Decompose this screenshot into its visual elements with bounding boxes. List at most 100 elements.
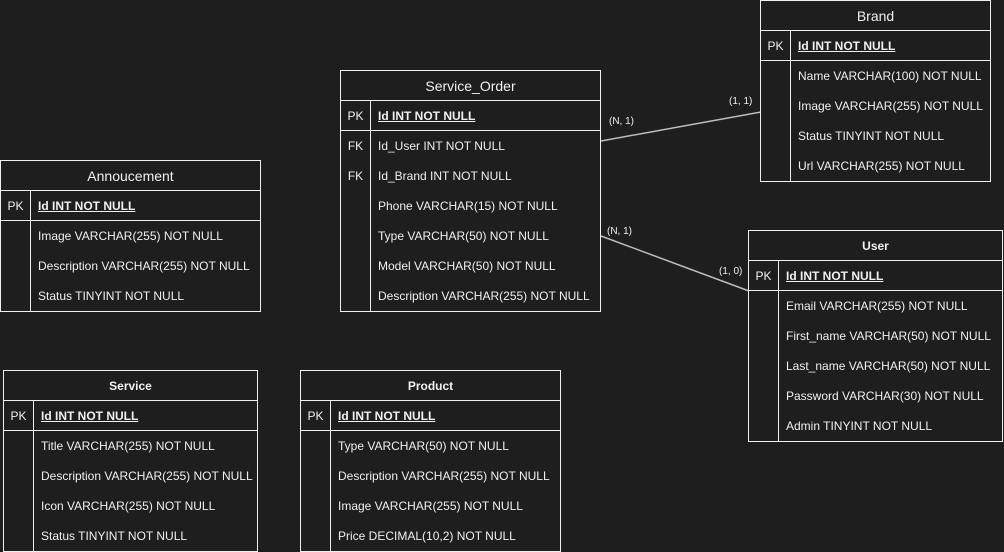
field-row[interactable]: Description VARCHAR(255) NOT NULL [1,251,260,281]
field-name: Email VARCHAR(255) NOT NULL [786,299,968,313]
key-label: FK [341,131,371,161]
pk-row[interactable]: PK Id INT NOT NULL [761,31,990,61]
field-row[interactable]: Description VARCHAR(255) NOT NULL [341,281,600,311]
field-name: Title VARCHAR(255) NOT NULL [41,439,215,453]
field-row[interactable]: Icon VARCHAR(255) NOT NULL [4,491,257,521]
field-row[interactable]: Status TINYINT NOT NULL [4,521,257,551]
field-name: Id INT NOT NULL [798,39,896,53]
key-label [749,411,779,441]
field-row[interactable]: Name VARCHAR(100) NOT NULL [761,61,990,91]
table-title: Annoucement [1,161,260,191]
key-label [4,461,34,491]
field-row[interactable]: Url VARCHAR(255) NOT NULL [761,151,990,181]
table-annoucement[interactable]: Annoucement PK Id INT NOT NULL Image VAR… [0,160,261,312]
key-label: PK [4,401,34,430]
table-title: Service [4,371,257,401]
field-row[interactable]: Description VARCHAR(255) NOT NULL [301,461,560,491]
field-name: Id INT NOT NULL [786,269,884,283]
field-name: Id_User INT NOT NULL [378,139,505,153]
field-name: Id INT NOT NULL [38,199,136,213]
key-label [341,251,371,281]
field-name: Icon VARCHAR(255) NOT NULL [41,499,216,513]
key-label: PK [761,31,791,60]
field-row[interactable]: Image VARCHAR(255) NOT NULL [1,221,260,251]
cardinality-order-user-from: (N, 1) [607,226,632,237]
field-name: Image VARCHAR(255) NOT NULL [798,99,983,113]
key-label [341,281,371,311]
field-row[interactable]: Image VARCHAR(255) NOT NULL [761,91,990,121]
field-name: Url VARCHAR(255) NOT NULL [798,159,965,173]
field-name: Description VARCHAR(255) NOT NULL [338,469,550,483]
cardinality-order-brand-from: (N, 1) [609,116,634,127]
field-name: Model VARCHAR(50) NOT NULL [378,259,556,273]
cardinality-order-user-to: (1, 0) [719,266,743,277]
table-service[interactable]: Service PK Id INT NOT NULL Title VARCHAR… [3,370,258,552]
field-name: Type VARCHAR(50) NOT NULL [338,439,509,453]
field-row[interactable]: Admin TINYINT NOT NULL [749,411,1002,441]
key-label [4,491,34,521]
table-title: User [749,231,1002,261]
field-row[interactable]: Password VARCHAR(30) NOT NULL [749,381,1002,411]
field-row[interactable]: Type VARCHAR(50) NOT NULL [341,221,600,251]
key-label [301,491,331,521]
field-row[interactable]: Type VARCHAR(50) NOT NULL [301,431,560,461]
field-name: Id_Brand INT NOT NULL [378,169,512,183]
key-label [1,221,31,251]
field-row[interactable]: FK Id_Brand INT NOT NULL [341,161,600,191]
pk-row[interactable]: PK Id INT NOT NULL [1,191,260,221]
key-label [749,291,779,321]
field-row[interactable]: Phone VARCHAR(15) NOT NULL [341,191,600,221]
table-user[interactable]: User PK Id INT NOT NULL Email VARCHAR(25… [748,230,1003,442]
field-name: First_name VARCHAR(50) NOT NULL [786,329,991,343]
key-label [749,321,779,351]
key-label [749,381,779,411]
field-name: Description VARCHAR(255) NOT NULL [378,289,590,303]
field-row[interactable]: Description VARCHAR(255) NOT NULL [4,461,257,491]
key-label: FK [341,161,371,191]
pk-row[interactable]: PK Id INT NOT NULL [341,101,600,131]
key-label [1,281,31,311]
field-row[interactable]: Model VARCHAR(50) NOT NULL [341,251,600,281]
field-row[interactable]: FK Id_User INT NOT NULL [341,131,600,161]
field-row[interactable]: Status TINYINT NOT NULL [1,281,260,311]
table-product[interactable]: Product PK Id INT NOT NULL Type VARCHAR(… [300,370,561,552]
field-name: Last_name VARCHAR(50) NOT NULL [786,359,991,373]
table-brand[interactable]: Brand PK Id INT NOT NULL Name VARCHAR(10… [760,0,991,182]
field-row[interactable]: Price DECIMAL(10,2) NOT NULL [301,521,560,551]
field-row[interactable]: Status TINYINT NOT NULL [761,121,990,151]
relation-order-user-line [600,235,750,292]
field-row[interactable]: Last_name VARCHAR(50) NOT NULL [749,351,1002,381]
table-title: Brand [761,1,990,31]
key-label [761,121,791,151]
field-row[interactable]: First_name VARCHAR(50) NOT NULL [749,321,1002,351]
field-name: Password VARCHAR(30) NOT NULL [786,389,984,403]
relation-order-brand-line [600,111,762,142]
key-label [301,461,331,491]
field-name: Admin TINYINT NOT NULL [786,419,933,433]
pk-row[interactable]: PK Id INT NOT NULL [4,401,257,431]
field-name: Status TINYINT NOT NULL [798,129,945,143]
key-label [761,151,791,181]
pk-row[interactable]: PK Id INT NOT NULL [749,261,1002,291]
pk-row[interactable]: PK Id INT NOT NULL [301,401,560,431]
field-row[interactable]: Title VARCHAR(255) NOT NULL [4,431,257,461]
key-label [761,61,791,91]
table-title: Product [301,371,560,401]
key-label: PK [341,101,371,130]
table-service-order[interactable]: Service_Order PK Id INT NOT NULL FK Id_U… [340,70,601,312]
key-label [749,351,779,381]
key-label [1,251,31,281]
key-label [761,91,791,121]
field-row[interactable]: Email VARCHAR(255) NOT NULL [749,291,1002,321]
field-name: Name VARCHAR(100) NOT NULL [798,69,982,83]
field-name: Image VARCHAR(255) NOT NULL [338,499,523,513]
key-label [301,431,331,461]
table-title: Service_Order [341,71,600,101]
key-label [341,191,371,221]
field-name: Type VARCHAR(50) NOT NULL [378,229,549,243]
field-row[interactable]: Image VARCHAR(255) NOT NULL [301,491,560,521]
field-name: Id INT NOT NULL [378,109,476,123]
key-label [341,221,371,251]
field-name: Status TINYINT NOT NULL [41,529,188,543]
